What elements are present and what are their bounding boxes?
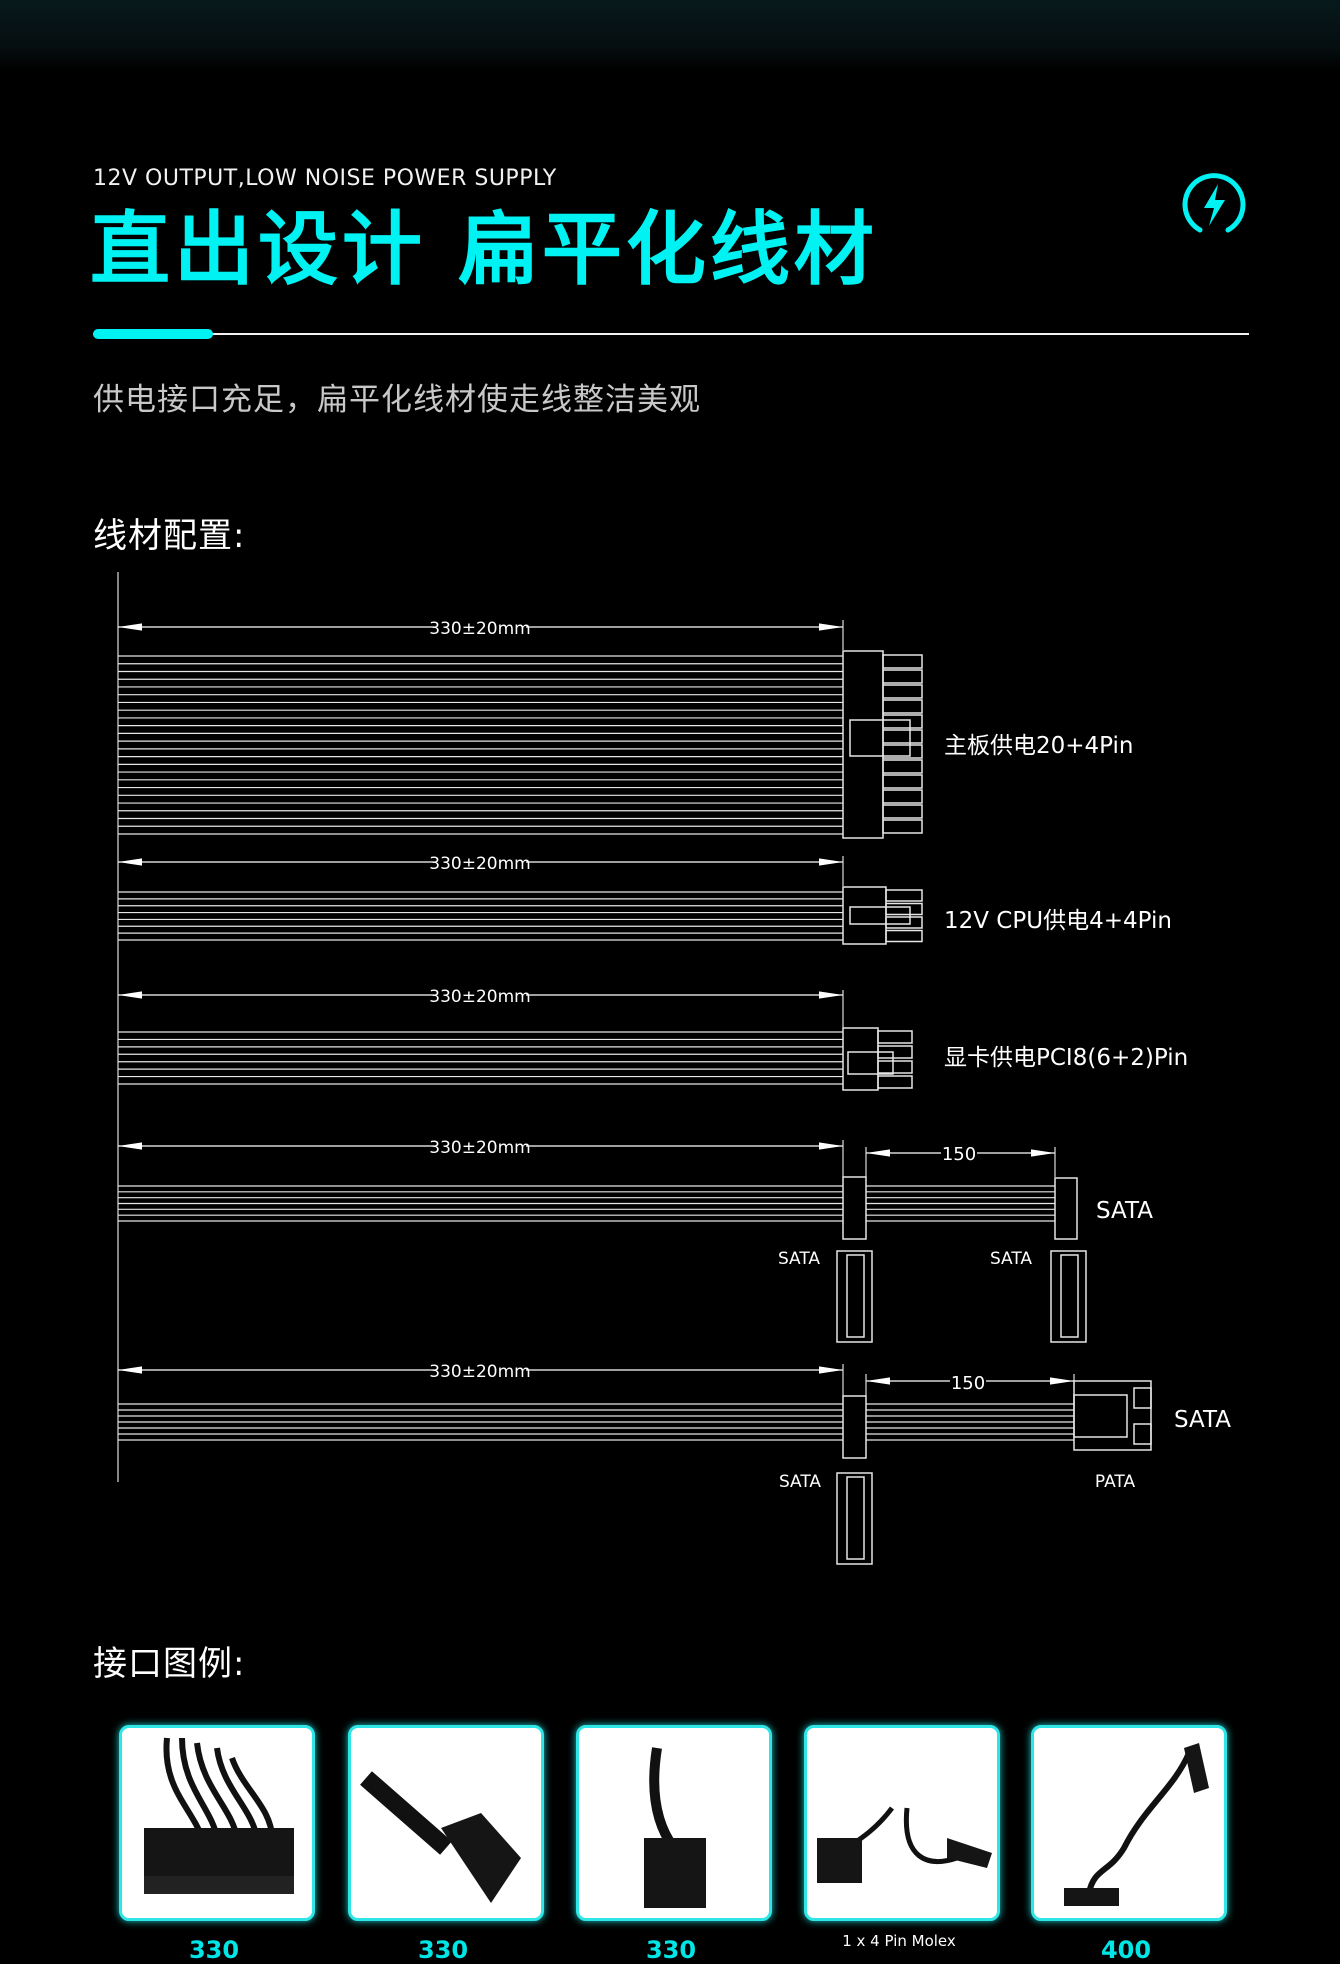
connector-sata-face (1050, 1250, 1087, 1343)
connector-pin (877, 1060, 913, 1074)
connector-pata (1073, 1380, 1152, 1451)
connector-pata-face (1073, 1394, 1128, 1438)
card-caption: 330 (417, 1936, 469, 1964)
molex-sata-connector-image (817, 1806, 992, 1883)
length-label: 330±20mm (429, 854, 530, 874)
card-caption: 1 x 4 Pin Molex (842, 1932, 956, 1950)
card-caption: 330 (645, 1936, 697, 1964)
cable-label-sata: SATA (1096, 1198, 1153, 1224)
connector-pin (885, 902, 923, 916)
connector-sublabel: PATA (1095, 1472, 1136, 1492)
connector-pin (885, 889, 923, 902)
connector-sata-inline (842, 1176, 867, 1240)
pcie-8pin-connector-image (644, 1747, 706, 1908)
card-caption: 330 (188, 1936, 240, 1964)
connector-pcie (842, 1027, 879, 1091)
connector-sata-slot (846, 1254, 865, 1338)
connector-legend-heading: 接口图例: (93, 1644, 246, 1684)
length-label: 330±20mm (429, 987, 530, 1007)
cable-label-cpu: 12V CPU供电4+4Pin (944, 908, 1172, 934)
card-cpu-8pin-connector (348, 1725, 544, 1921)
connector-sata-end (1054, 1177, 1078, 1240)
card-sata-connector (1031, 1725, 1227, 1921)
connector-pin (882, 819, 923, 834)
connector-sublabel: SATA (990, 1249, 1032, 1269)
sata-connector-image (1064, 1743, 1209, 1906)
connector-pin (882, 804, 923, 819)
connector-sata-face (836, 1250, 873, 1343)
card-24pin-connector (119, 1725, 315, 1921)
branch-length-label: 150 (942, 1144, 976, 1165)
length-label: 330±20mm (429, 619, 530, 639)
24pin-connector-image (144, 1737, 294, 1894)
lightning-bolt-icon (1180, 170, 1248, 238)
divider-accent (93, 329, 213, 339)
connector-pin (882, 774, 923, 789)
connector-pin (882, 744, 923, 759)
connector-latch (849, 906, 911, 925)
connector-pin (885, 916, 923, 929)
connector-sata-face (836, 1472, 873, 1565)
connector-sata-slot (846, 1476, 865, 1560)
connector-pin (882, 729, 923, 744)
length-label: 330±20mm (429, 1138, 530, 1158)
top-banner-glow (0, 0, 1340, 70)
connector-pin (882, 684, 923, 699)
connector-sublabel: SATA (778, 1249, 820, 1269)
connector-pin (882, 759, 923, 774)
card-caption: 400 (1100, 1936, 1152, 1964)
eyebrow-text: 12V OUTPUT,LOW NOISE POWER SUPPLY (93, 166, 557, 191)
cable-label-24pin: 主板供电20+4Pin (944, 733, 1134, 759)
connector-latch (847, 1051, 894, 1075)
length-label: 330±20mm (429, 1362, 530, 1382)
connector-pin (885, 929, 923, 943)
connector-pin (882, 669, 923, 684)
connector-sata-slot (1060, 1254, 1079, 1338)
connector-pin (877, 1030, 913, 1044)
divider-line (93, 333, 1249, 335)
connector-pin (882, 654, 923, 669)
cpu-8pin-connector-image (360, 1771, 521, 1903)
card-pcie-8pin-connector (576, 1725, 772, 1921)
cable-config-heading: 线材配置: (93, 516, 246, 556)
cable-label-sata: SATA (1174, 1407, 1231, 1433)
connector-24pin (842, 650, 884, 839)
connector-pin (882, 789, 923, 804)
connector-sublabel: SATA (779, 1472, 821, 1492)
connector-cpu (842, 886, 887, 945)
subtitle: 供电接口充足，扁平化线材使走线整洁美观 (93, 382, 701, 418)
page-title: 直出设计 扁平化线材 (90, 203, 878, 296)
connector-sata-inline (842, 1395, 867, 1459)
connector-pata-clip (1133, 1387, 1152, 1409)
card-molex-sata-connector (804, 1725, 1000, 1921)
cable-label-pcie: 显卡供电PCI8(6+2)Pin (944, 1045, 1188, 1071)
connector-latch (849, 719, 911, 757)
connector-pin (877, 1075, 913, 1089)
connector-pin (882, 699, 923, 714)
connector-pata-clip (1133, 1423, 1152, 1445)
connector-pin (882, 714, 923, 729)
branch-length-label: 150 (951, 1373, 985, 1394)
